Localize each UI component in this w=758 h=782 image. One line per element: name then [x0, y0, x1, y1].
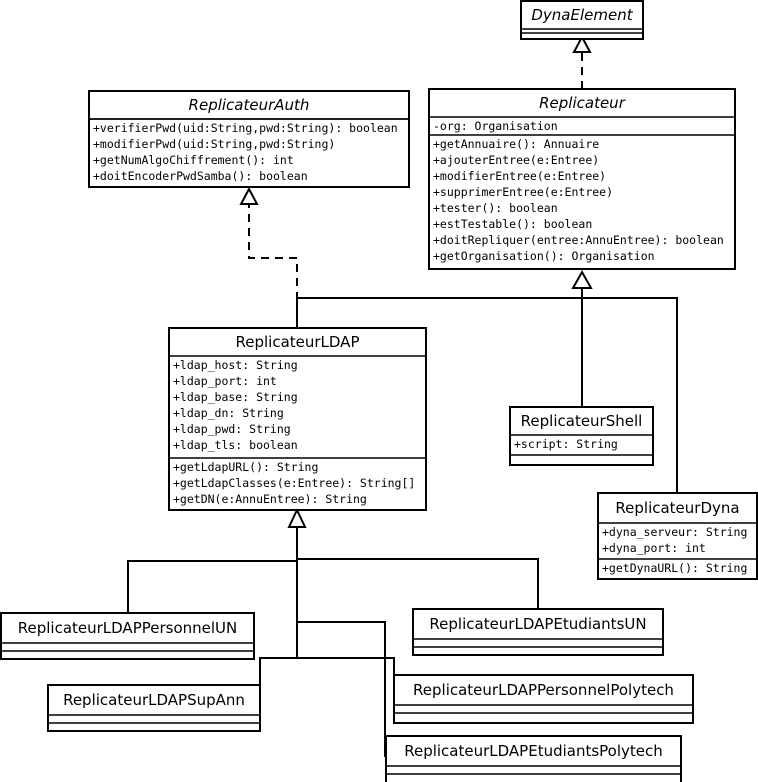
class-method: +tester(): boolean: [433, 201, 558, 215]
class-attribute: +dyna_serveur: String: [602, 525, 747, 539]
class-ldap-sup-ann: ReplicateurLDAPSupAnn: [47, 684, 261, 732]
generalization-dyna-replicateur: [582, 297, 678, 493]
class-attribute: +ldap_tls: boolean: [173, 438, 298, 452]
generalization-etudiantsun-ldap: [297, 558, 539, 609]
class-method: +supprimerEntree(e:Entree): [433, 185, 613, 199]
class-name: DynaElement: [531, 6, 633, 24]
class-ldap-personnel-polytech: ReplicateurLDAPPersonnelPolytech: [393, 674, 694, 724]
class-attribute: +dyna_port: int: [602, 541, 706, 555]
class-name: Replicateur: [539, 94, 626, 112]
relation-edges: [127, 34, 678, 757]
class-method: +modifierEntree(e:Entree): [433, 169, 606, 183]
generalization-personnelun-ldap: [127, 560, 297, 613]
class-attribute: +ldap_pwd: String: [173, 422, 291, 436]
class-method: +doitRepliquer(entree:AnnuEntree): boole…: [433, 233, 724, 247]
class-attribute: +ldap_host: String: [173, 358, 298, 372]
class-ldap-personnel-un: ReplicateurLDAPPersonnelUN: [0, 612, 255, 660]
class-replicateur-dyna: ReplicateurDyna +dyna_serveur: String +dyn…: [597, 492, 758, 580]
generalization-supann-ldap: [259, 657, 297, 699]
class-name: ReplicateurLDAPEtudiantsUN: [429, 615, 646, 633]
class-ldap-etudiants-un: ReplicateurLDAPEtudiantsUN: [412, 608, 664, 656]
class-method: +getAnnuaire(): Annuaire: [433, 137, 599, 151]
class-attribute: -org: Organisation: [433, 119, 558, 133]
class-attribute: +script: String: [514, 437, 618, 451]
class-method: +getOrganisation(): Organisation: [433, 249, 655, 263]
arrowhead-replicateurldap: [287, 507, 307, 528]
generalization-personnelpolytech-ldap: [297, 657, 395, 700]
class-name: ReplicateurLDAPSupAnn: [63, 691, 245, 709]
class-method: +modifierPwd(uid:String,pwd:String): [93, 137, 335, 151]
class-name: ReplicateurLDAPPersonnelUN: [18, 619, 238, 637]
class-name: ReplicateurAuth: [189, 96, 310, 114]
class-replicateur-auth: ReplicateurAuth +verifierPwd(uid:String,p…: [88, 90, 410, 188]
class-replicateur-ldap: ReplicateurLDAP +ldap_host: String +ldap_p…: [168, 327, 427, 511]
class-ldap-etudiants-polytech: ReplicateurLDAPEtudiantsPolytech: [385, 735, 682, 782]
class-box-frame: [168, 327, 427, 511]
generalization-etudiantspolytech-ldap: [297, 621, 386, 757]
class-replicateur: Replicateur -org: Organisation +getAnnuair…: [428, 88, 736, 270]
class-replicateur-shell: ReplicateurShell +script: String: [509, 406, 654, 466]
generalization-ldap-replicateur: [296, 297, 582, 328]
class-method: +getDynaURL(): String: [602, 561, 747, 575]
class-method: +getLdapClasses(e:Entree): String[]: [173, 476, 415, 490]
class-method: +getLdapURL(): String: [173, 460, 318, 474]
class-name: ReplicateurLDAPEtudiantsPolytech: [404, 742, 663, 760]
class-method: +verifierPwd(uid:String,pwd:String): boo…: [93, 121, 398, 135]
realization-ldap-auth: [248, 204, 298, 328]
class-name: ReplicateurLDAP: [235, 333, 359, 351]
class-dyna-element: DynaElement: [520, 0, 644, 40]
arrowhead-replicateur: [571, 269, 593, 289]
class-box-frame: [597, 492, 758, 580]
arrowhead-replicateurauth: [239, 186, 259, 205]
class-method: +estTestable(): boolean: [433, 217, 592, 231]
class-method: +getNumAlgoChiffrement(): int: [93, 153, 294, 167]
class-attribute: +ldap_port: int: [173, 374, 277, 388]
class-name: ReplicateurDyna: [615, 499, 739, 517]
class-box-frame: [428, 88, 736, 270]
arrowhead-dynaelement: [572, 34, 592, 53]
class-method: +doitEncoderPwdSamba(): boolean: [93, 169, 308, 183]
class-box-frame: [393, 674, 694, 724]
class-method: +getDN(e:AnnuEntree): String: [173, 492, 367, 506]
class-box-frame: [88, 90, 410, 188]
class-method: +ajouterEntree(e:Entree): [433, 153, 599, 167]
class-attribute: +ldap_dn: String: [173, 406, 284, 420]
class-name: ReplicateurShell: [521, 412, 643, 430]
class-name: ReplicateurLDAPPersonnelPolytech: [413, 681, 674, 699]
class-attribute: +ldap_base: String: [173, 390, 298, 404]
